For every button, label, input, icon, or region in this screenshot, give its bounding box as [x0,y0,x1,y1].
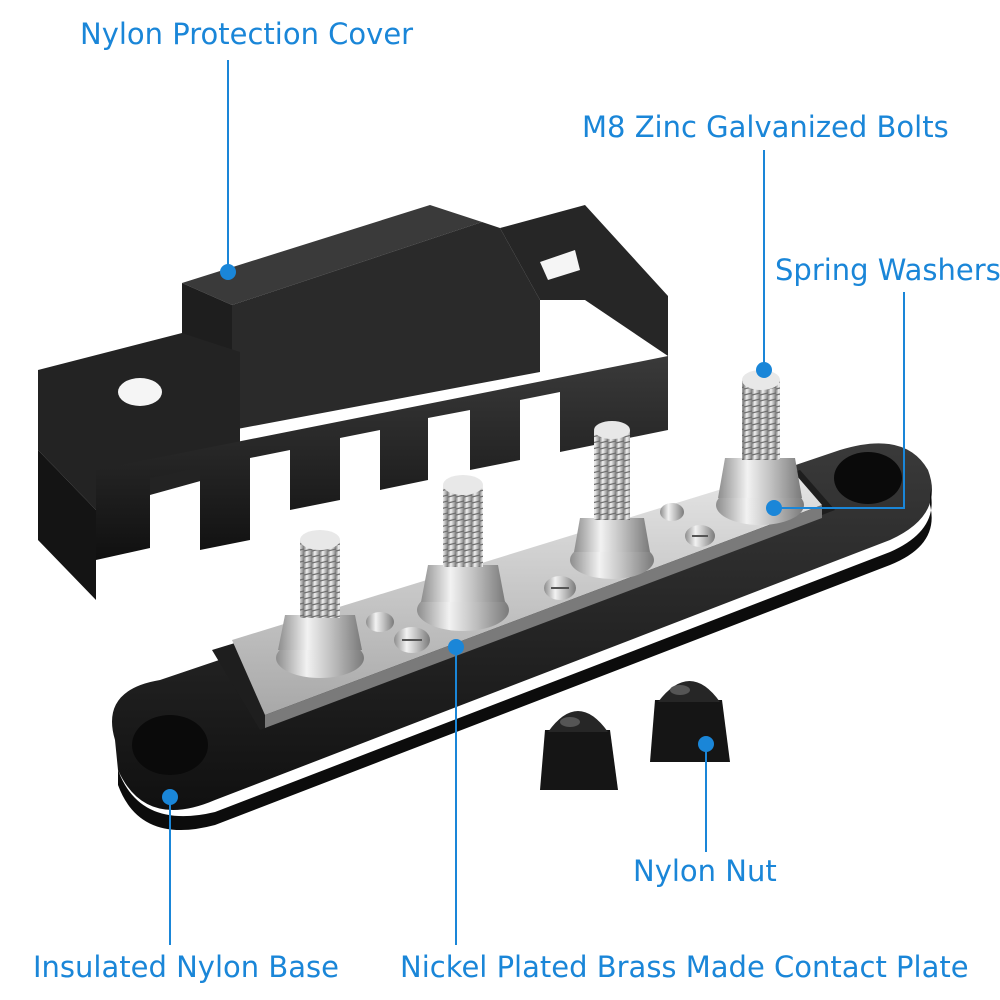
bolt-2 [417,475,509,631]
nylon-nut-2 [650,681,730,762]
cover-callout-dot [220,264,236,280]
insulated-nylon-base-label: Insulated Nylon Base [33,950,339,984]
zinc-galvanized-bolts-label: M8 Zinc Galvanized Bolts [582,110,949,144]
spring-washers-label: Spring Washers [775,253,1000,287]
base-mount-hole-left [132,715,208,775]
nylon-protection-cover [38,205,668,600]
nut-callout-dot [698,736,714,752]
plate-callout-dot [448,639,464,655]
bolt-3 [570,421,654,579]
base-mount-hole-right [834,452,902,504]
nylon-nut-1 [540,711,618,790]
cover-mount-hole-left [118,378,162,406]
bolt-1 [276,530,364,678]
bolts-callout-dot [756,362,772,378]
bolt-4 [716,370,804,525]
washers-callout-dot [766,500,782,516]
plate-screws [366,503,715,653]
contact-plate [232,468,822,728]
nylon-protection-cover-label: Nylon Protection Cover [80,17,414,51]
base-callout-dot [162,789,178,805]
callout-dots [162,264,782,805]
cover-mount-hole-right [540,250,580,280]
callout-lines [169,60,905,945]
nylon-nut-label: Nylon Nut [633,854,777,888]
contact-plate-label: Nickel Plated Brass Made Contact Plate [400,950,969,984]
